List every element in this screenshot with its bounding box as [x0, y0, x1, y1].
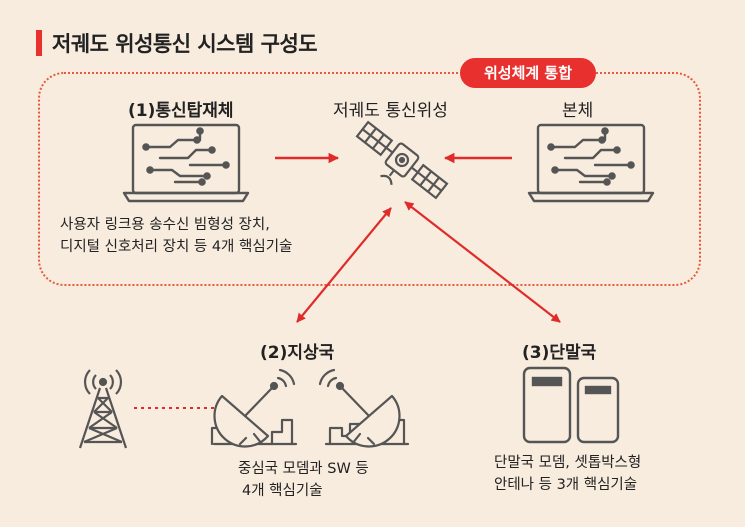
ground-desc-line2: 4개 핵심기술 [242, 483, 323, 499]
satellite-ground-link-arrow [296, 207, 392, 323]
terminal-device-icon [576, 376, 620, 444]
terminal-device-icon [522, 366, 572, 444]
satellite-integration-badge: 위성체계 통합 [460, 58, 596, 88]
terminal-desc-line2: 안테나 등 3개 핵심기술 [494, 477, 638, 493]
terminal-label: (3)단말국 [522, 343, 597, 363]
ground-dish-antenna-icon [210, 368, 298, 448]
payload-desc-line1: 사용자 링크용 송수신 빔형성 장치, [60, 217, 270, 233]
satellite-icon [355, 120, 449, 200]
payload-label: (1)통신탑재체 [128, 101, 234, 121]
ground-station-description: 중심국 모뎀과 SW 등 4개 핵심기술 [238, 458, 369, 502]
bus-label: 본체 [562, 101, 594, 121]
ground-dish-antenna-icon [318, 368, 410, 448]
terminal-desc-line1: 단말국 모뎀, 셋톱박스형 [494, 455, 642, 471]
satellite-label: 저궤도 통신위성 [333, 101, 448, 121]
bus-laptop-icon [527, 123, 655, 203]
satellite-terminal-link-arrow [404, 201, 561, 323]
payload-desc-line2: 디지털 신호처리 장치 등 4개 핵심기술 [60, 239, 293, 255]
page-title: 저궤도 위성통신 시스템 구성도 [52, 32, 318, 56]
ground-station-label: (2)지상국 [260, 343, 335, 363]
ground-desc-line1: 중심국 모뎀과 SW 등 [238, 461, 369, 477]
radio-tower-icon [78, 369, 128, 449]
title-accent-bar [36, 30, 42, 56]
payload-laptop-icon [122, 123, 250, 203]
terminal-description: 단말국 모뎀, 셋톱박스형 안테나 등 3개 핵심기술 [494, 452, 641, 496]
payload-description: 사용자 링크용 송수신 빔형성 장치, 디지털 신호처리 장치 등 4개 핵심기… [60, 214, 292, 258]
